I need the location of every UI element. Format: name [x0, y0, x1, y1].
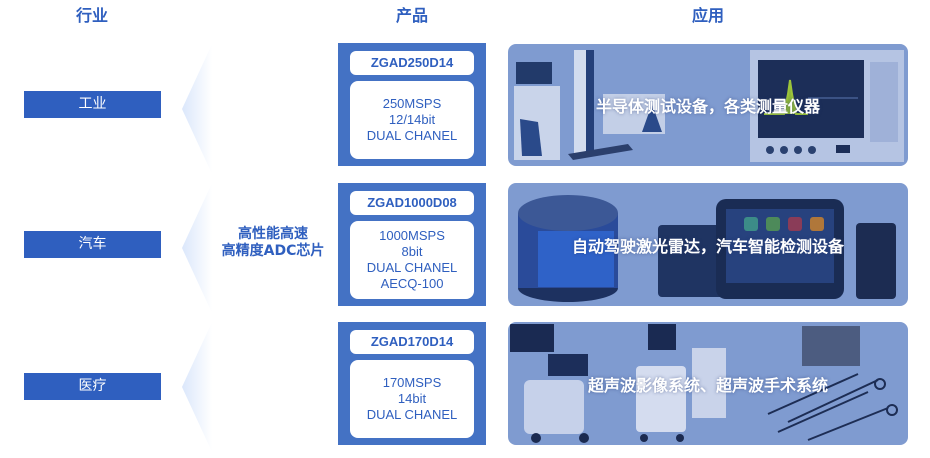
spec-line: DUAL CHANEL	[366, 128, 458, 143]
ultrasound-equipment-illustration	[510, 324, 898, 443]
product-specs: 250MSPS 12/14bit DUAL CHANEL	[350, 81, 474, 159]
industry-label-industrial: 工业	[24, 91, 161, 118]
application-panel-medical: 超声波影像系统、超声波手术系统	[508, 322, 908, 445]
spec-line: AECQ-100	[380, 276, 444, 291]
product-name: ZGAD1000D08	[350, 191, 474, 215]
product-name: ZGAD250D14	[350, 51, 474, 75]
header-application: 应用	[691, 6, 724, 25]
spec-line: 12/14bit	[388, 112, 436, 127]
center-label: 高性能高速 高精度ADC芯片	[212, 226, 334, 260]
center-label-line2: 高精度ADC芯片	[221, 243, 325, 259]
product-card-zgad250d14: ZGAD250D14 250MSPS 12/14bit DUAL CHANEL	[338, 43, 486, 166]
industry-label-automotive: 汽车	[24, 231, 161, 258]
industry-label-medical: 医疗	[24, 373, 161, 400]
spec-line: DUAL CHANEL	[366, 407, 458, 422]
spec-line: 8bit	[401, 244, 423, 259]
spec-line: 1000MSPS	[379, 228, 445, 243]
header-product: 产品	[395, 6, 428, 25]
product-card-zgad1000d08: ZGAD1000D08 1000MSPS 8bit DUAL CHANEL AE…	[338, 183, 486, 306]
spec-line: 14bit	[397, 391, 427, 406]
application-panel-automotive: 自动驾驶激光雷达，汽车智能检测设备	[508, 183, 908, 306]
spec-line: DUAL CHANEL	[366, 260, 458, 275]
application-caption: 超声波影像系统、超声波手术系统	[587, 375, 828, 395]
header-industry: 行业	[75, 6, 108, 25]
spec-line: 170MSPS	[382, 375, 442, 390]
product-specs: 170MSPS 14bit DUAL CHANEL	[350, 360, 474, 438]
application-caption: 自动驾驶激光雷达，汽车智能检测设备	[571, 236, 844, 256]
spec-line: 250MSPS	[382, 96, 442, 111]
product-card-zgad170d14: ZGAD170D14 170MSPS 14bit DUAL CHANEL	[338, 322, 486, 445]
application-panel-semiconductor: 半导体测试设备，各类测量仪器	[508, 44, 908, 166]
product-specs: 1000MSPS 8bit DUAL CHANEL AECQ-100	[350, 221, 474, 299]
test-equipment-illustration	[514, 50, 904, 162]
product-name: ZGAD170D14	[350, 330, 474, 354]
lidar-diagnostic-illustration	[518, 195, 896, 302]
center-label-line1: 高性能高速	[238, 226, 308, 242]
chevron-left-icon	[182, 44, 212, 174]
application-caption: 半导体测试设备，各类测量仪器	[595, 97, 820, 116]
chevron-left-icon	[182, 183, 212, 313]
chevron-left-icon	[182, 322, 212, 452]
